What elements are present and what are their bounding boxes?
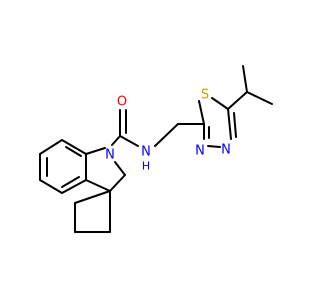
bond: [114, 161, 126, 176]
oxygen-atom-label: O: [117, 95, 127, 110]
molecule-structure-diagram: O N H N S N N: [39, 65, 273, 233]
bond: [111, 135, 121, 146]
bond: [227, 108, 232, 140]
bond: [119, 135, 139, 147]
ring-nitrogen-label-b: N: [195, 144, 205, 159]
bond: [39, 139, 63, 155]
bond: [109, 174, 126, 192]
indoline-nitrogen-label: N: [105, 148, 115, 163]
amide-hydrogen-label: H: [142, 160, 150, 173]
bond-layer: [39, 65, 273, 233]
amide-nitrogen-label: N: [141, 145, 151, 160]
bond: [242, 65, 248, 93]
bond: [227, 91, 248, 110]
bond: [39, 179, 63, 194]
bond: [198, 100, 205, 125]
bond: [207, 145, 221, 148]
bond: [211, 97, 229, 110]
atom-label-layer: O N H N S N N: [105, 88, 231, 173]
bond: [246, 91, 273, 105]
bond-double-inner: [61, 176, 80, 188]
bond-double-inner: [65, 146, 82, 157]
bond: [233, 112, 237, 138]
bond: [61, 179, 87, 194]
sulfur-atom-label: S: [201, 88, 209, 103]
bond: [85, 147, 106, 155]
ring-nitrogen-label-a: N: [221, 143, 231, 158]
bond: [154, 123, 179, 147]
molecule-structure-canvas: O N H N S N N: [39, 65, 273, 233]
bond: [85, 179, 111, 192]
bond: [61, 139, 87, 155]
bond: [74, 190, 111, 204]
